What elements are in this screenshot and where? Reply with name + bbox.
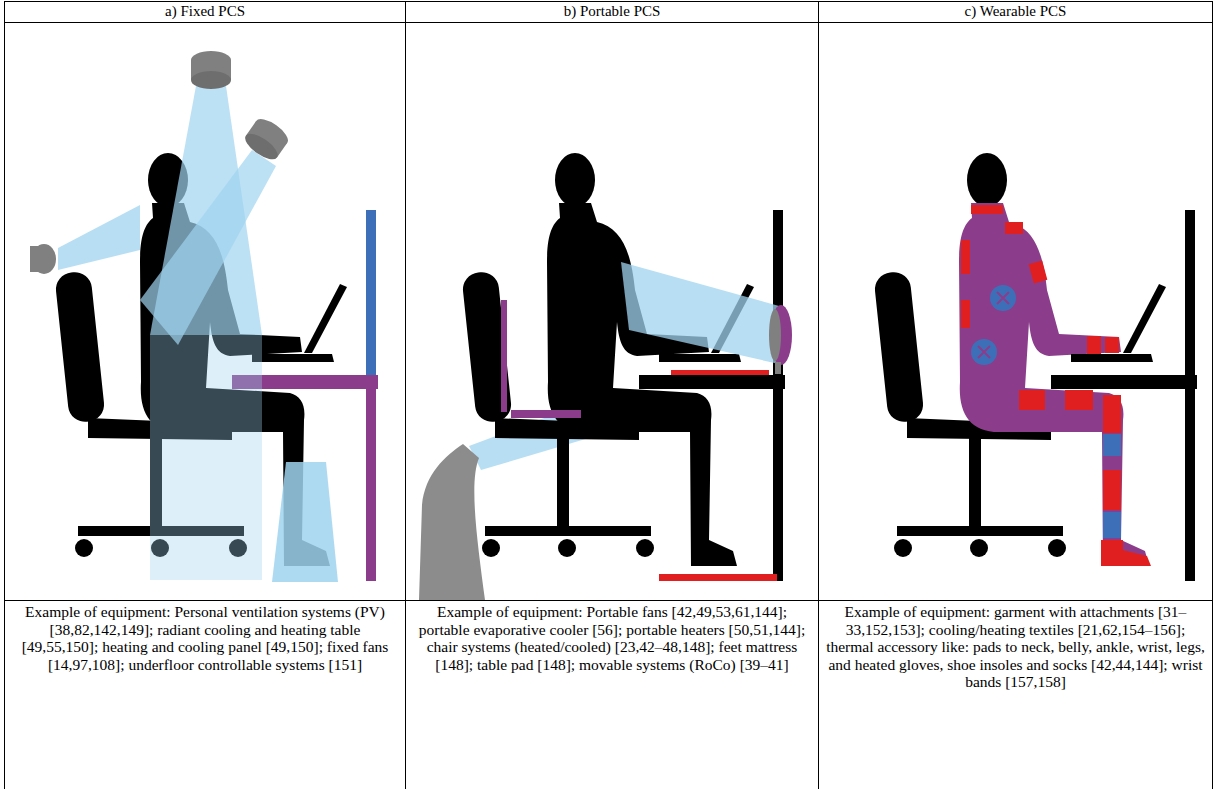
table-cell: Example of equipment: Personal ventilati… [10, 603, 400, 673]
wearable-pcs-figure [873, 153, 1197, 581]
table-cell: Example of equipment: Portable fans [42,… [412, 603, 812, 673]
column-header: a) Fixed PCS [6, 2, 404, 21]
column-header: c) Wearable PCS [820, 2, 1211, 21]
table-cell: Example of equipment: garment with attac… [824, 603, 1207, 691]
fixed-pcs-figure [30, 51, 378, 582]
column-header: b) Portable PCS [407, 2, 817, 21]
portable-pcs-figure [419, 153, 792, 600]
table-grid [4, 1, 1213, 789]
